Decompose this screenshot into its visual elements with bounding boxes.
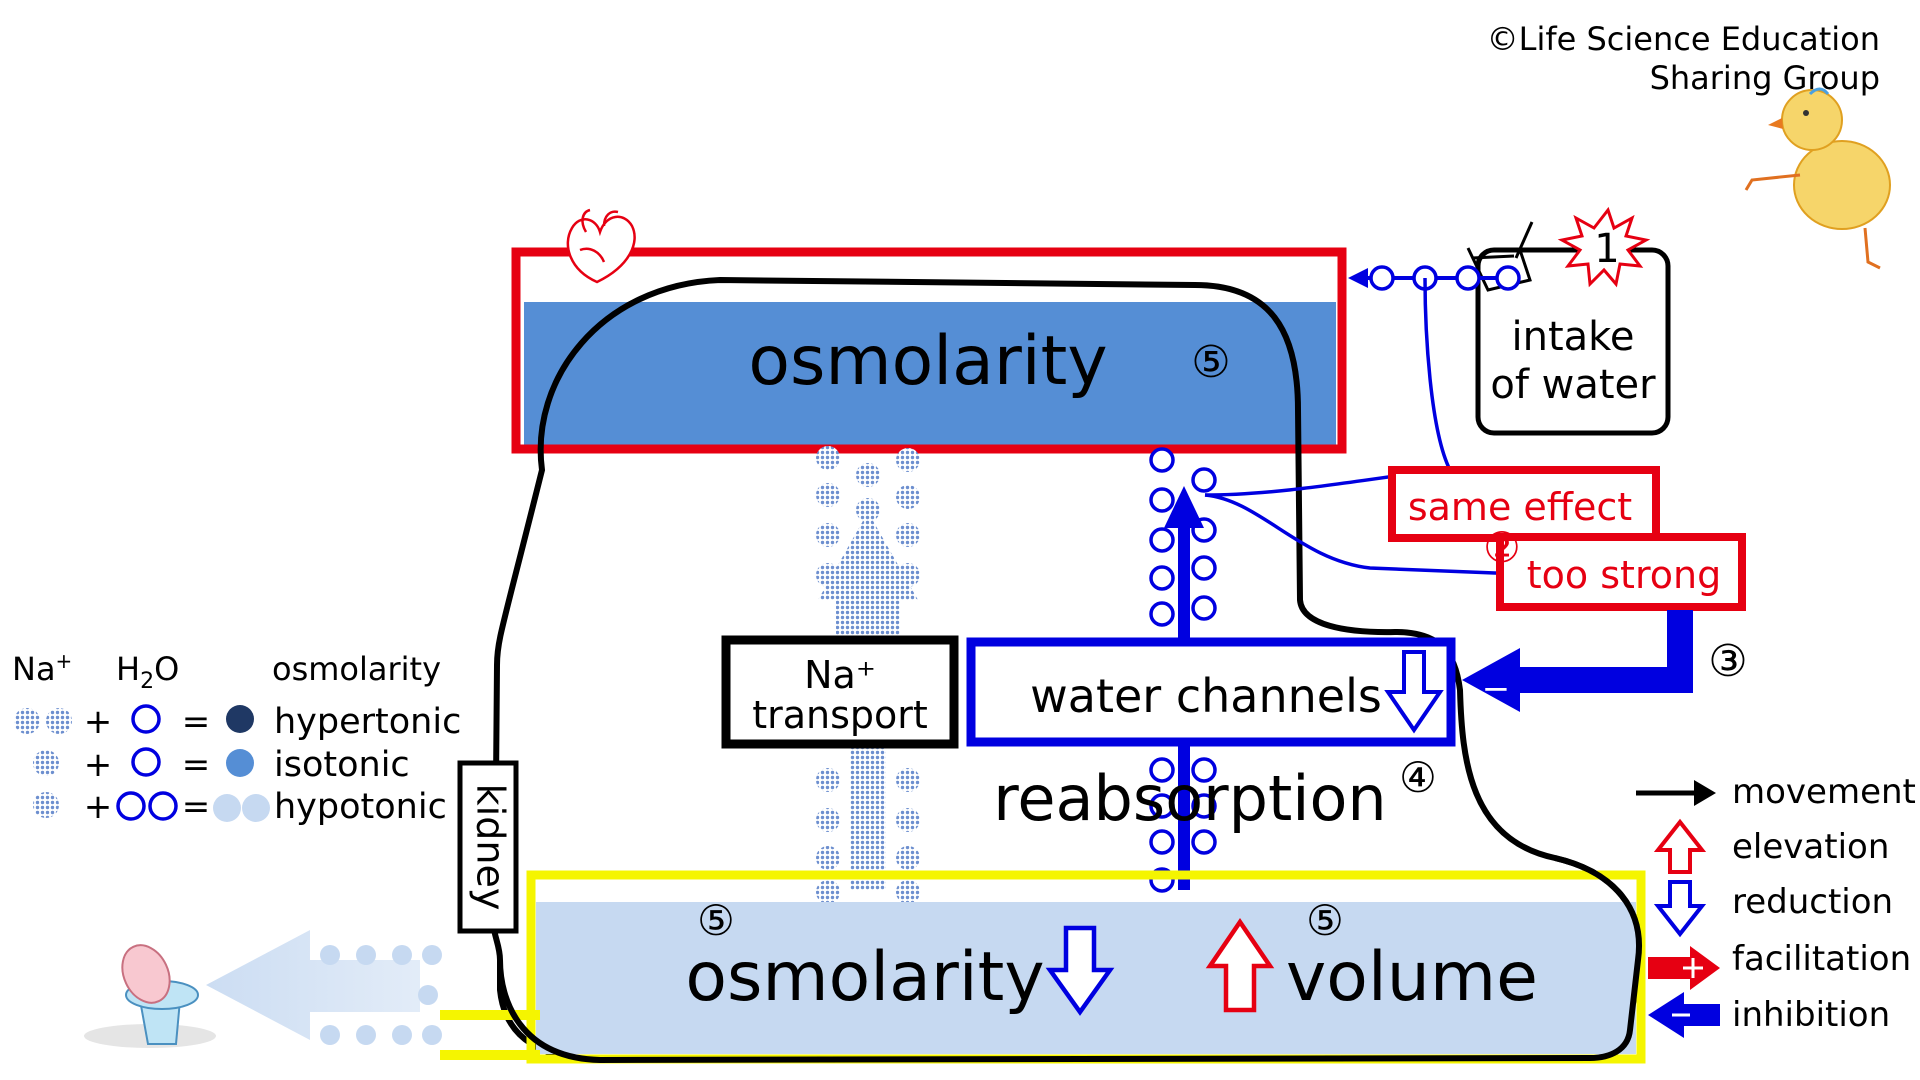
same-effect-box: [1388, 466, 1660, 542]
urine-volume-elevation-icon: [1205, 918, 1275, 1013]
legend-water-dot: [148, 791, 178, 821]
minus-sign: −: [1482, 669, 1511, 709]
too-strong-label: too strong: [1527, 553, 1721, 597]
water-channels-reduction-icon: [1384, 650, 1444, 734]
left-legend: Na+ H2O osmolarity + = hypertonic + = is…: [12, 649, 461, 827]
reabsorption-label: reabsorption: [993, 762, 1386, 835]
kidney-outline: [489, 276, 1642, 1064]
legend-hypotonic-label: hypotonic: [274, 787, 447, 827]
urine-volume-label: volume: [1286, 938, 1538, 1017]
legend-plus: +: [84, 702, 113, 742]
blood-marker: ⑤: [1191, 337, 1230, 388]
blood-box: [511, 247, 1347, 454]
legend-isotonic-label: isotonic: [274, 745, 410, 785]
legend-facilitation-label: facilitation: [1732, 939, 1911, 979]
urine-osmolarity-reduction-icon: [1045, 925, 1115, 1016]
na-dots-left: [816, 446, 920, 904]
legend-header-na: Na+: [12, 649, 72, 688]
legend-na-dot: [33, 750, 59, 776]
burst-icon: [1557, 206, 1651, 288]
legend-water-dot: [131, 704, 161, 734]
black-arrow-right-icon: [1636, 780, 1716, 806]
intake-box: [1475, 247, 1671, 436]
red-plus-arrow-icon: [1648, 946, 1720, 990]
copyright-line1: ©Life Science Education: [1487, 20, 1880, 58]
legend-equals: =: [182, 745, 211, 785]
blue-minus-arrow-icon: [1648, 992, 1720, 1038]
water-dots-column: [1149, 447, 1217, 893]
na-transport-box: [721, 635, 959, 749]
legend-elevation-label: elevation: [1732, 827, 1889, 867]
red-up-arrow-icon: [1653, 818, 1707, 874]
kidney-label: kidney: [469, 784, 513, 911]
legend-header-osmolarity: osmolarity: [272, 650, 441, 688]
urine-osmolarity-label: osmolarity: [685, 938, 1044, 1017]
kidney-label-box: [457, 760, 519, 934]
legend-movement-label: movement: [1732, 772, 1916, 812]
legend-equals: =: [182, 787, 211, 827]
legend-header-h2o: H2O: [116, 650, 179, 694]
blood-fill: [524, 302, 1336, 447]
legend-na-dot: [33, 792, 59, 818]
intake-step: 1: [1594, 226, 1619, 272]
hormone-marker: ②: [1483, 523, 1521, 572]
blood-osmolarity-label: osmolarity: [748, 322, 1107, 401]
blue-down-arrow-icon: [1653, 880, 1707, 938]
intake-line2: of water: [1490, 362, 1656, 408]
legend-plus: +: [84, 787, 113, 827]
na-transport-line2: transport: [752, 693, 928, 737]
legend-reduction-label: reduction: [1732, 882, 1893, 922]
urine-outlet-top: [440, 1010, 540, 1020]
na-transport-line1: Na⁺: [804, 653, 876, 697]
same-effect-label: same effect: [1408, 485, 1632, 529]
legend-plus: +: [84, 745, 113, 785]
legend-water-dot: [116, 791, 146, 821]
urine-outlet-bottom: [440, 1050, 540, 1060]
water-channels-label: water channels: [1030, 669, 1382, 723]
water-intake-arrow: [1348, 265, 1521, 291]
urine-marker-right: ⑤: [1306, 896, 1344, 945]
heart-icon: [566, 208, 636, 284]
toilet-icon: [84, 944, 216, 1048]
excretion-arrow: [206, 930, 442, 1045]
legend-equals: =: [182, 702, 211, 742]
legend-inhibition-label: inhibition: [1732, 995, 1890, 1035]
inhibition-arrow: −: [1462, 610, 1693, 712]
legend-hypotonic-dot: [213, 794, 241, 822]
water-channels-box: [966, 637, 1456, 747]
kidney-outline-bottom: [497, 855, 1642, 1064]
legend-hypotonic-dot: [242, 794, 270, 822]
copyright-line2: Sharing Group: [1650, 59, 1880, 97]
urine-marker-left: ⑤: [697, 896, 735, 945]
inhibit-marker: ③: [1708, 636, 1747, 687]
reabsorption-marker: ④: [1399, 753, 1437, 802]
legend-na-dot: [14, 708, 40, 734]
chick-illustration-icon: [1744, 87, 1891, 270]
legend-na-dot: [46, 708, 72, 734]
legend-isotonic-dot: [226, 749, 254, 777]
legend-hypertonic-dot: [226, 705, 254, 733]
legend-hypertonic-label: hypertonic: [274, 702, 461, 742]
too-strong-box: [1496, 533, 1746, 611]
legend-water-dot: [131, 747, 161, 777]
right-legend: movement elevation reduction facilitatio…: [1636, 772, 1916, 1038]
intake-line1: intake: [1511, 314, 1634, 360]
